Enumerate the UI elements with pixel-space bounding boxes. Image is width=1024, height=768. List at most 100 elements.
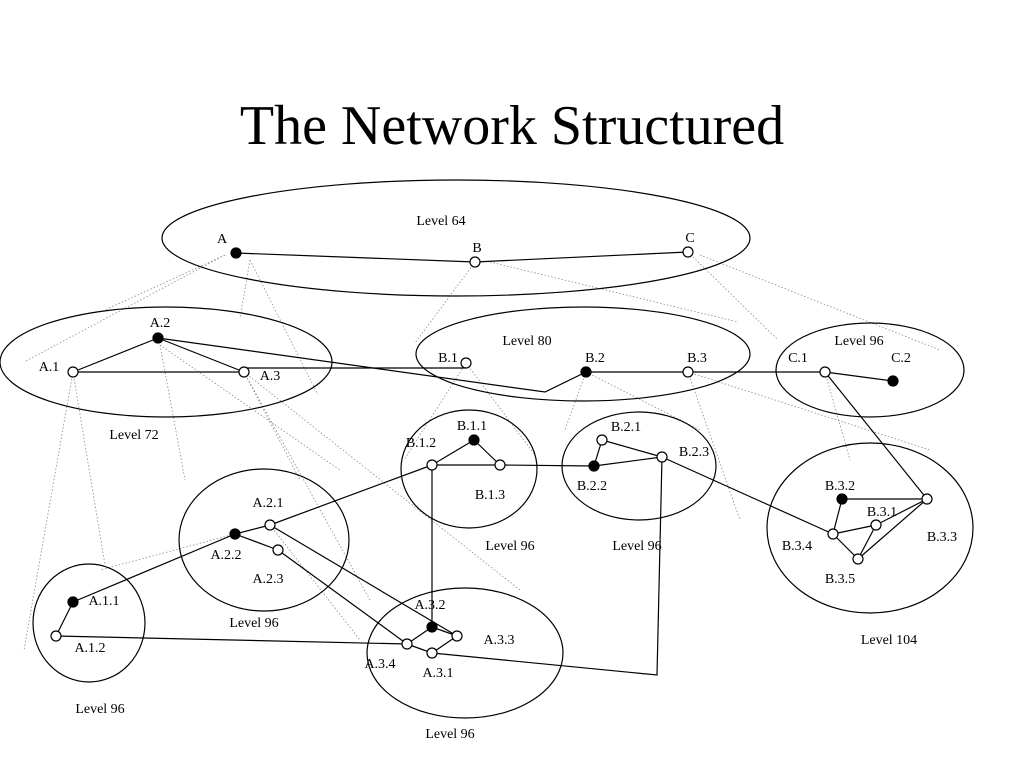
region-label: Level 96 xyxy=(425,727,474,742)
link-line xyxy=(832,524,877,535)
projection-line xyxy=(699,254,941,351)
projection-line xyxy=(243,371,521,591)
projection-line xyxy=(403,362,467,461)
network-node xyxy=(887,375,899,387)
projection-line xyxy=(159,344,341,471)
link-line xyxy=(857,524,877,560)
projection-line xyxy=(249,259,319,396)
link-line xyxy=(72,533,236,603)
projection-line xyxy=(23,254,226,363)
link-line xyxy=(824,371,894,382)
link-line xyxy=(235,252,476,263)
network-node xyxy=(426,647,438,659)
link-line xyxy=(431,456,663,676)
network-node xyxy=(67,596,79,608)
node-label: A.2.1 xyxy=(252,496,283,511)
projection-line xyxy=(687,371,931,451)
region-ellipse xyxy=(32,563,146,683)
network-node xyxy=(229,528,241,540)
network-node xyxy=(67,366,79,378)
network-node xyxy=(230,247,242,259)
node-label: B.3 xyxy=(687,351,707,366)
network-node xyxy=(401,638,413,650)
link-line xyxy=(593,456,663,467)
network-node xyxy=(870,519,882,531)
region-label: Level 64 xyxy=(416,214,465,229)
network-node xyxy=(426,621,438,633)
link-line xyxy=(277,549,408,645)
network-node xyxy=(656,451,668,463)
projection-line xyxy=(104,254,226,311)
link-line xyxy=(474,251,689,263)
link-line xyxy=(857,498,928,560)
link-line xyxy=(661,456,834,535)
node-label: B.1.2 xyxy=(406,436,436,451)
network-node xyxy=(264,519,276,531)
region-ellipse xyxy=(766,442,974,614)
network-node xyxy=(426,459,438,471)
projection-line xyxy=(239,259,251,319)
node-label: B.2.3 xyxy=(679,445,709,460)
network-node xyxy=(460,357,472,369)
node-label: A.2.2 xyxy=(210,548,241,563)
node-label: C.2 xyxy=(891,351,911,366)
node-label: B.3.1 xyxy=(867,505,897,520)
node-label: A.1.2 xyxy=(74,641,105,656)
network-node xyxy=(238,366,250,378)
link-line xyxy=(269,524,458,637)
region-ellipse xyxy=(400,409,538,529)
node-label: B.3.4 xyxy=(782,539,812,554)
projection-line xyxy=(414,261,476,344)
region-ellipse xyxy=(775,322,965,418)
node-label: B.2.1 xyxy=(611,420,641,435)
link-line xyxy=(499,464,595,467)
region-label: Level 96 xyxy=(485,539,534,554)
node-label: A xyxy=(217,232,228,247)
region-ellipse xyxy=(415,306,751,402)
projection-line xyxy=(489,261,739,323)
region-ellipse xyxy=(161,179,751,297)
network-node xyxy=(469,256,481,268)
link-line xyxy=(234,524,271,535)
network-node xyxy=(921,493,933,505)
region-label: Level 72 xyxy=(109,428,158,443)
link-line xyxy=(157,337,587,393)
node-label: A.1 xyxy=(39,360,60,375)
network-node xyxy=(827,528,839,540)
projection-line xyxy=(243,371,371,601)
projection-line xyxy=(159,344,186,481)
region-ellipse xyxy=(178,468,350,612)
projection-line xyxy=(243,371,301,481)
network-node xyxy=(468,434,480,446)
link-line xyxy=(473,439,501,466)
region-label: Level 96 xyxy=(75,702,124,717)
node-label: B.2.2 xyxy=(577,479,607,494)
network-node xyxy=(580,366,592,378)
node-label: B.3.3 xyxy=(927,530,957,545)
region-label: Level 104 xyxy=(861,633,917,648)
projection-line xyxy=(585,371,701,431)
network-node xyxy=(836,493,848,505)
node-label: A.3.1 xyxy=(422,666,453,681)
node-label: B.2 xyxy=(585,351,605,366)
node-label: A.3.3 xyxy=(483,633,514,648)
network-node xyxy=(682,246,694,258)
projection-line xyxy=(687,371,741,521)
link-line xyxy=(601,439,663,458)
node-label: A.1.1 xyxy=(88,594,119,609)
node-label: B.1 xyxy=(438,351,458,366)
node-label: C xyxy=(685,231,694,246)
region-label: Level 96 xyxy=(612,539,661,554)
link-line xyxy=(157,337,245,373)
network-node xyxy=(494,459,506,471)
link-line xyxy=(431,439,475,466)
link-line xyxy=(234,533,279,551)
node-label: B.3.5 xyxy=(825,572,855,587)
link-line xyxy=(55,635,408,645)
network-node xyxy=(682,366,694,378)
network-node xyxy=(588,460,600,472)
node-label: A.3 xyxy=(260,369,281,384)
network-node xyxy=(819,366,831,378)
network-node xyxy=(272,544,284,556)
